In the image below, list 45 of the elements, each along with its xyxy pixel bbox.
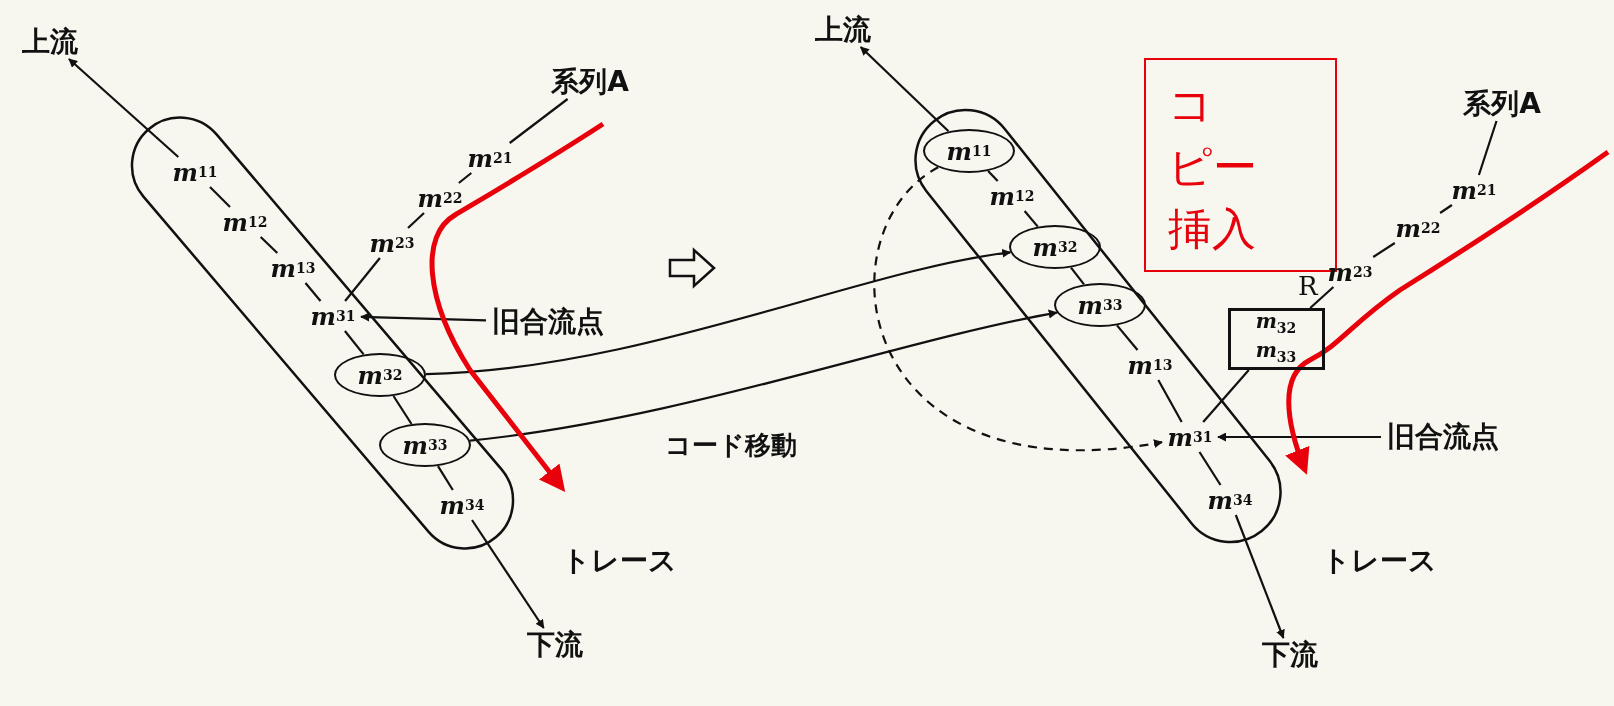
flow-label: 下流 [523,628,587,662]
connector-line [1023,210,1039,228]
connector-line [1202,369,1250,423]
flow-label: 上流 [18,25,82,59]
connector-line [987,170,999,182]
connector-line [437,465,454,491]
arrow [1217,432,1381,442]
flow-label: 上流 [811,13,875,47]
trace-label: トレース [562,543,677,579]
flow-label: 系列A [1454,87,1550,121]
arrow [1234,514,1285,639]
connector-line [209,186,231,208]
arrow [859,46,950,133]
arrow [471,519,545,629]
annotation-text: コピー挿入 [1167,78,1258,256]
connector-line [344,330,365,356]
arrow [360,312,487,322]
connector-line [344,257,381,302]
connector-line [1116,324,1139,351]
connector-line [1372,242,1396,258]
connector-line [1198,451,1222,486]
connector-line [407,212,425,229]
connector-line [509,98,569,144]
arrow [873,166,1163,452]
connector-line [1439,204,1453,214]
flow-label: 系列A [542,65,638,99]
connector-line [1309,286,1335,309]
flow-label: 旧合流点 [486,304,610,340]
connector-line [304,282,322,302]
flow-label: 下流 [1258,638,1322,672]
instruction-label: m$_{33}$ [1255,339,1297,367]
connector-line [458,172,472,184]
arrow [68,58,180,158]
connector-line [259,236,279,254]
flow-label: 旧合流点 [1381,419,1505,455]
connector-line [1070,266,1085,286]
connector-line [1157,379,1183,423]
connector-line [392,395,413,425]
box-heading: R [1297,271,1318,301]
connector-line [1477,120,1498,176]
note-label: コード移動 [665,429,797,462]
instruction-label: m$_{32}$ [1255,310,1297,338]
trace-label: トレース [1322,543,1437,579]
arrow [425,249,1012,376]
arrow [469,309,1058,442]
